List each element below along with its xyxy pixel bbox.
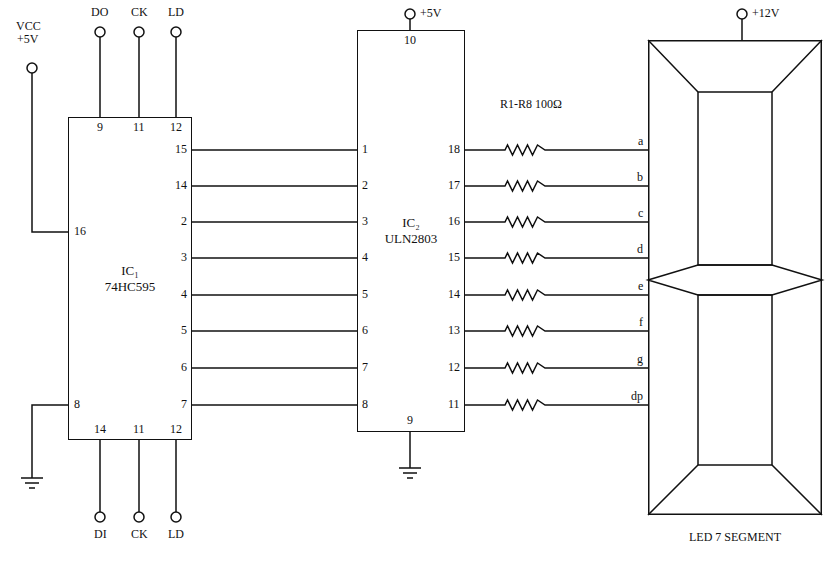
segment-g	[648, 265, 822, 295]
resistor-wire	[465, 181, 648, 191]
pin-number: 14	[448, 288, 460, 301]
segment-letter: c	[638, 207, 643, 220]
segment-letter: b	[637, 171, 643, 184]
pin-number: 12	[170, 423, 182, 436]
signal-label: VCC	[16, 20, 41, 33]
segment-letter: g	[637, 353, 643, 366]
pin-number: 16	[448, 215, 460, 228]
pin-number: 2	[181, 215, 187, 228]
pin-number: 6	[362, 324, 368, 337]
resistor-wire	[465, 253, 648, 263]
pin-number: 17	[448, 179, 460, 192]
resistor-wire	[465, 326, 648, 336]
pin-number: 3	[362, 215, 368, 228]
pin-number: 10	[404, 34, 416, 47]
pin-number: 11	[448, 398, 460, 411]
signal-wire	[192, 257, 357, 259]
pin-number: 11	[133, 423, 145, 436]
signal-wire	[192, 404, 357, 406]
chip-label: 74HC595	[105, 279, 156, 295]
resistor-wire	[465, 290, 648, 300]
pin-number: 16	[74, 225, 86, 238]
pin-number: 8	[362, 398, 368, 411]
resistor-wire	[465, 400, 648, 410]
upper-window	[698, 92, 772, 265]
signal-label: DO	[91, 6, 108, 19]
pin-number: 3	[181, 251, 187, 264]
lower-window	[698, 295, 772, 465]
led-frame	[649, 41, 822, 515]
pin-number: 7	[362, 361, 368, 374]
pin-number: 14	[175, 179, 187, 192]
signal-label: +5V	[17, 33, 38, 46]
pin-number: 6	[181, 361, 187, 374]
segment-letter: e	[638, 280, 643, 293]
pin-number: 4	[362, 251, 368, 264]
seven-segment-display: LED 7 SEGMENT	[648, 40, 822, 515]
signal-label: CK	[131, 6, 148, 19]
pin-number: 15	[448, 251, 460, 264]
signal-label: DI	[94, 528, 107, 541]
led-outline	[648, 40, 822, 515]
signal-wire	[192, 149, 357, 151]
pin-number: 9	[407, 414, 413, 427]
pin-number: 5	[181, 324, 187, 337]
pin-number: 2	[362, 179, 368, 192]
chip-label: IC₂	[402, 215, 420, 231]
chip-label: ULN2803	[385, 231, 438, 247]
signal-wire	[192, 221, 357, 223]
pin-number: 5	[362, 288, 368, 301]
chip-label: IC₁	[121, 263, 139, 279]
signal-wire	[192, 294, 357, 296]
segment-letter: f	[639, 316, 643, 329]
segment-letter: a	[638, 135, 643, 148]
signal-wire	[192, 367, 357, 369]
led-segments	[648, 40, 822, 515]
signal-label: +12V	[752, 7, 779, 20]
pin-number: 15	[175, 143, 187, 156]
segment-letter: d	[637, 243, 643, 256]
pin-number: 9	[97, 121, 103, 134]
signal-label: LD	[168, 528, 184, 541]
resistor-wire	[465, 363, 648, 373]
pin-number: 7	[181, 398, 187, 411]
signal-label: LD	[168, 6, 184, 19]
pin-number: 18	[448, 143, 460, 156]
segment-letter: dp	[631, 390, 643, 403]
pin-number: 13	[448, 324, 460, 337]
resistor-wire	[465, 217, 648, 227]
pin-number: 11	[133, 121, 145, 134]
pin-number: 8	[74, 398, 80, 411]
signal-label: +5V	[420, 7, 441, 20]
pin-number: 14	[94, 423, 106, 436]
pin-number: 4	[181, 288, 187, 301]
signal-wire	[192, 330, 357, 332]
resistor-wire	[465, 145, 648, 155]
pin-number: 12	[448, 361, 460, 374]
pin-number: 1	[362, 143, 368, 156]
display-caption: LED 7 SEGMENT	[689, 529, 781, 545]
signal-wire	[192, 185, 357, 187]
pin-number: 12	[170, 121, 182, 134]
signal-label: R1-R8 100Ω	[500, 98, 562, 111]
ic-chip: IC₁74HC595	[68, 117, 192, 440]
signal-label: CK	[131, 528, 148, 541]
segment-edges	[648, 40, 822, 515]
